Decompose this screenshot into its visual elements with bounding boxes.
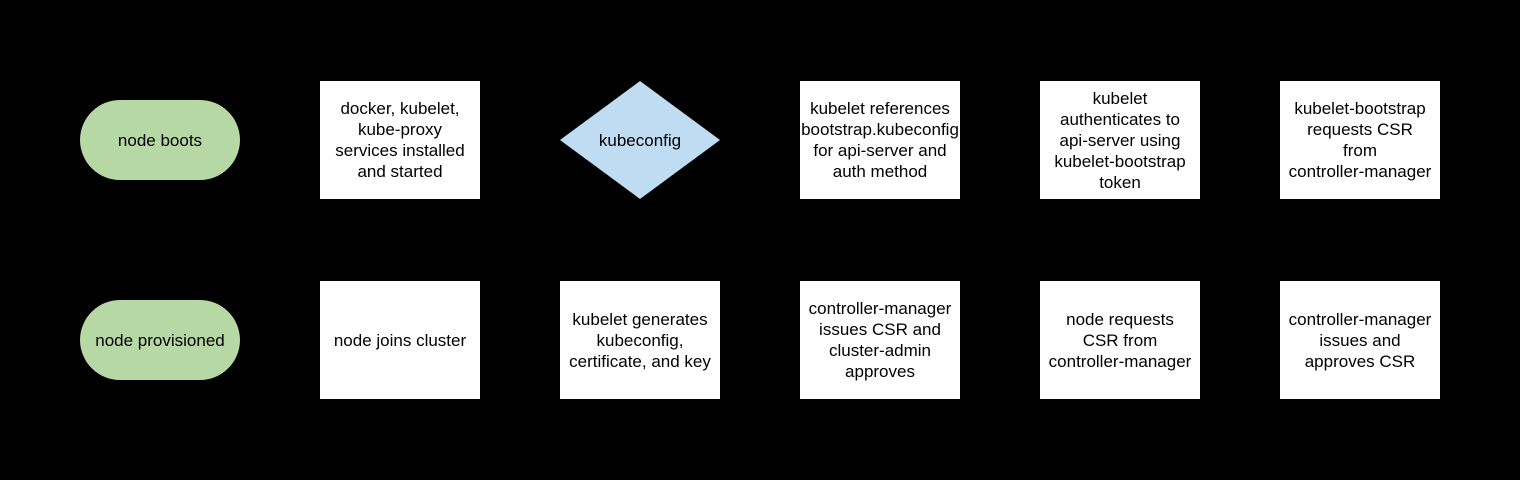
process-controller-manager-issues-csr: controller-manager issues CSR and cluste…: [800, 281, 960, 399]
node-label: kubelet references bootstrap.kubeconfig …: [801, 99, 959, 181]
node-label: kubelet generates kubeconfig, certificat…: [569, 309, 711, 371]
node-label: docker, kubelet, kube-proxy services ins…: [335, 99, 465, 181]
node-label: controller-manager issues and approves C…: [1288, 309, 1432, 371]
terminator-node-boots: node boots: [80, 100, 240, 180]
node-label: node joins cluster: [333, 330, 467, 350]
process-services-installed: docker, kubelet, kube-proxy services ins…: [320, 81, 480, 199]
node-label: node requests CSR from controller-manage…: [1048, 309, 1192, 371]
node-label: kubelet authenticates to api-server usin…: [1054, 88, 1186, 192]
terminator-node-provisioned: node provisioned: [80, 300, 240, 380]
process-controller-manager-issues-approves: controller-manager issues and approves C…: [1280, 281, 1440, 399]
process-kubelet-authenticates: kubelet authenticates to api-server usin…: [1040, 81, 1200, 199]
node-label: controller-manager issues CSR and cluste…: [808, 299, 952, 381]
decision-kubeconfig: kubeconfig: [560, 81, 720, 199]
node-label: node boots: [117, 130, 203, 150]
process-kubelet-bootstrap-requests-csr: kubelet-bootstrap requests CSR from cont…: [1280, 81, 1440, 199]
process-kubelet-references: kubelet references bootstrap.kubeconfig …: [800, 81, 960, 199]
node-label: kubeconfig: [598, 130, 682, 150]
node-label: node provisioned: [95, 330, 225, 350]
node-label: kubelet-bootstrap requests CSR from cont…: [1288, 99, 1432, 181]
process-node-requests-csr: node requests CSR from controller-manage…: [1040, 281, 1200, 399]
process-kubelet-generates: kubelet generates kubeconfig, certificat…: [560, 281, 720, 399]
process-node-joins-cluster: node joins cluster: [320, 281, 480, 399]
